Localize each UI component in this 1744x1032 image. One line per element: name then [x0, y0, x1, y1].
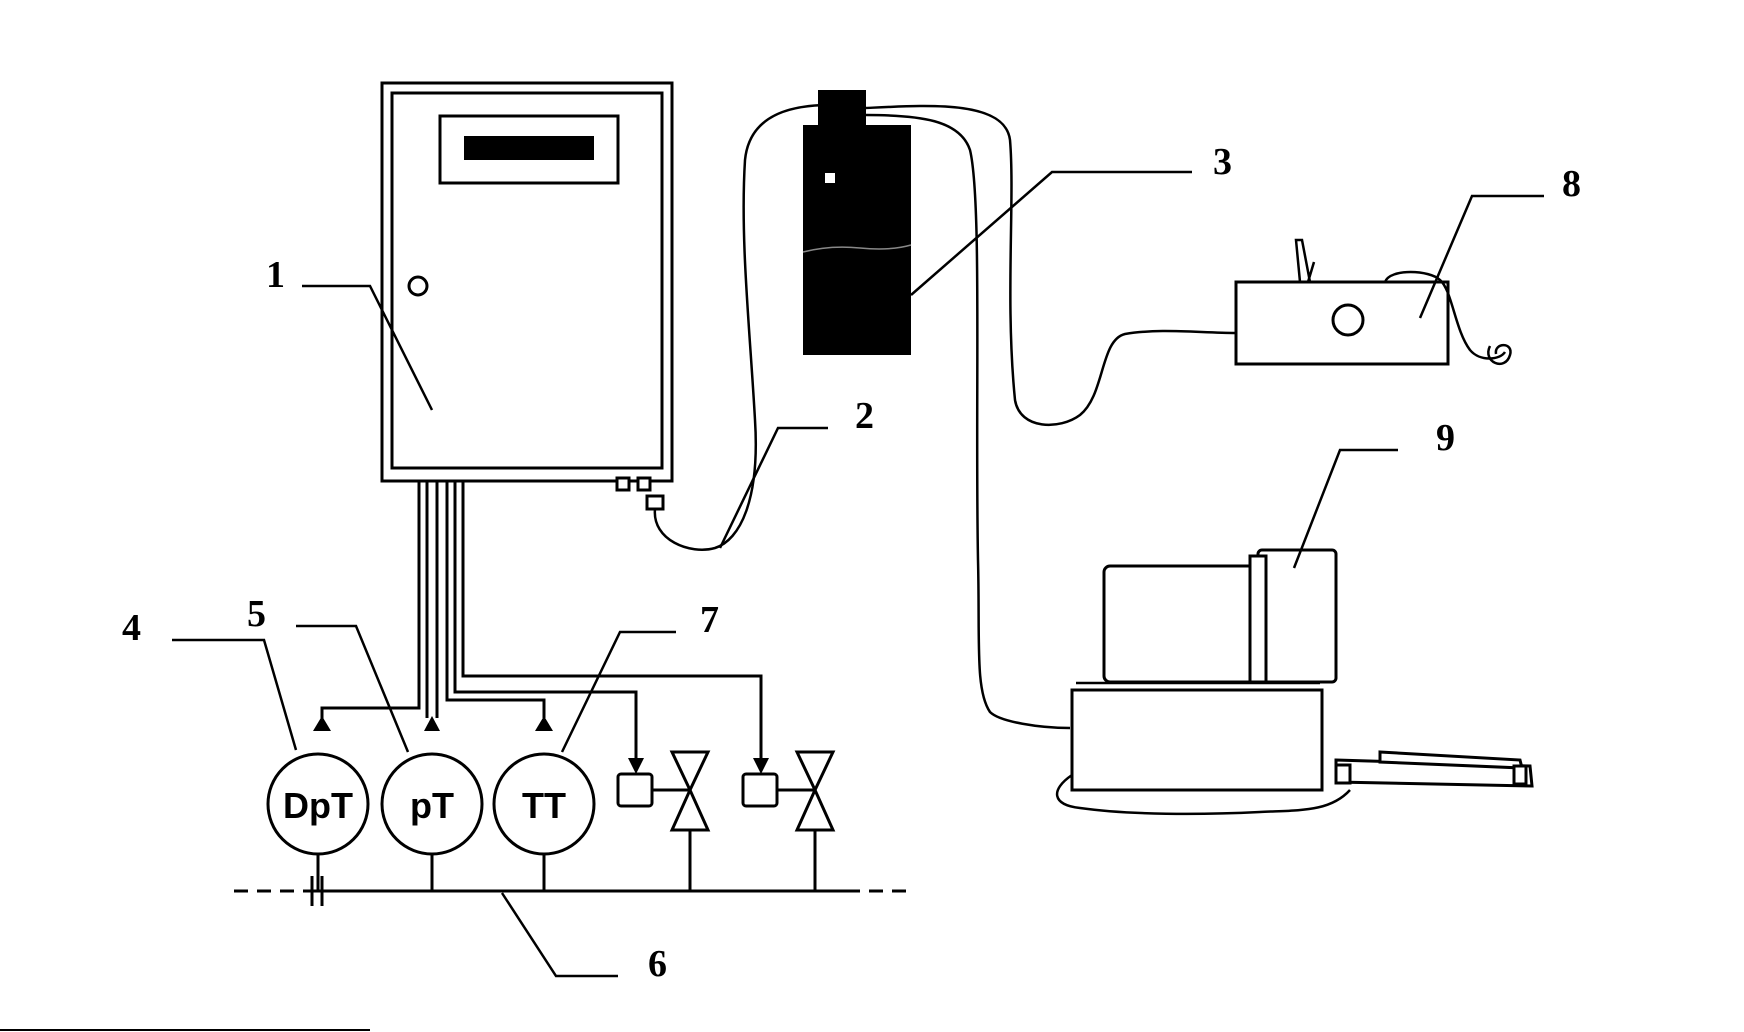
- label-1: 1: [266, 254, 285, 296]
- leader-lines: [172, 170, 1544, 978]
- cable-adapter-to-computer: [865, 113, 1071, 730]
- cable-adapter-to-printer: [865, 104, 1237, 427]
- transmitter-tt: TT: [492, 752, 596, 890]
- control-valve-2: [741, 750, 836, 890]
- dpt-label: DpT: [283, 785, 353, 826]
- control-cabinet: [380, 81, 674, 511]
- transmitter-pt: pT: [380, 752, 484, 890]
- pipeline: [234, 876, 912, 906]
- label-4: 4: [122, 607, 141, 649]
- adapter-unit: [802, 90, 912, 355]
- control-valve-1: [616, 750, 711, 890]
- computer: [1055, 548, 1534, 816]
- transmitter-dpt: DpT: [266, 752, 370, 890]
- printer-knob: [1331, 303, 1365, 337]
- printer-paper-roll: [1487, 343, 1512, 366]
- cable-cabinet-to-adapter: [653, 103, 831, 551]
- printer: [1234, 238, 1512, 366]
- label-3: 3: [1213, 141, 1232, 183]
- cabinet-display-screen: [464, 136, 594, 160]
- cabinet-connector: [645, 494, 665, 511]
- label-9: 9: [1436, 417, 1455, 459]
- signal-lines: [320, 481, 763, 760]
- label-8: 8: [1562, 163, 1581, 205]
- label-7: 7: [700, 599, 719, 641]
- computer-keyboard: [1334, 750, 1534, 788]
- label-2: 2: [855, 395, 874, 437]
- cabinet-door-lock: [407, 275, 429, 297]
- tt-label: TT: [522, 785, 566, 826]
- label-6: 6: [648, 943, 667, 985]
- pt-label: pT: [410, 785, 454, 826]
- adapter-indicator-light: [825, 173, 835, 183]
- label-5: 5: [247, 593, 266, 635]
